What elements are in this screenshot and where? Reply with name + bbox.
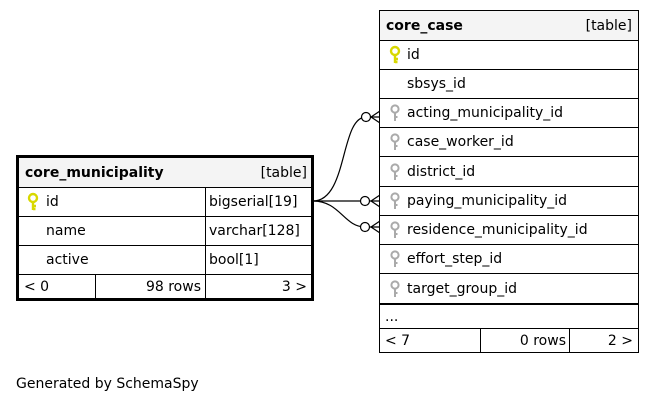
foreign-key-icon — [390, 192, 400, 209]
column-row-case-worker-id: case_worker_id — [380, 128, 638, 157]
column-name: district_id — [407, 163, 476, 180]
crowfoot-residence — [370, 220, 381, 234]
column-name: active — [46, 252, 89, 268]
column-row-target-group-id: target_group_id — [380, 274, 638, 304]
column-row-effort-step-id: effort_step_id — [380, 245, 638, 274]
optional-circle-acting — [360, 111, 372, 123]
table-title: core_case — [386, 17, 463, 34]
crowfoot-acting — [370, 110, 381, 124]
column-type: varchar[128] — [209, 223, 300, 239]
column-name: sbsys_id — [407, 76, 466, 92]
table-header: core_case [table] — [380, 11, 638, 41]
column-name: case_worker_id — [407, 134, 514, 150]
column-row-paying-municipality-id: paying_municipality_id — [380, 187, 638, 216]
optional-circle-residence — [359, 221, 371, 233]
table-core-municipality[interactable]: core_municipality [table] id bigserial[1… — [16, 155, 314, 301]
ellipsis: ... — [385, 308, 399, 325]
column-name: effort_step_id — [407, 251, 503, 267]
link-acting-municipality — [312, 116, 380, 202]
column-name: acting_municipality_id — [407, 105, 564, 121]
column-row-acting-municipality-id: acting_municipality_id — [380, 99, 638, 128]
column-type: bigserial[19] — [209, 194, 298, 210]
foreign-key-icon — [390, 250, 400, 267]
table-header: core_municipality [table] — [19, 158, 311, 188]
optional-circle-paying — [359, 195, 371, 207]
footer-children[interactable]: 3 > — [281, 278, 307, 295]
footer-row-count: 98 rows — [145, 278, 201, 295]
column-name: paying_municipality_id — [407, 193, 568, 209]
column-name: target_group_id — [407, 280, 518, 297]
footer-parents[interactable]: < 0 — [24, 278, 50, 295]
link-residence-municipality — [312, 200, 380, 228]
crowfoot-paying — [370, 194, 381, 208]
column-type: bool[1] — [209, 252, 259, 268]
table-footer: < 7 0 rows 2 > — [380, 329, 638, 352]
column-row-residence-municipality-id: residence_municipality_id — [380, 216, 638, 245]
foreign-key-icon — [390, 221, 400, 238]
column-row-sbsys-id: sbsys_id — [380, 70, 638, 99]
generated-by-label: Generated by SchemaSpy — [16, 376, 199, 392]
primary-key-icon — [389, 45, 401, 64]
column-name: name — [46, 223, 86, 239]
footer-parents[interactable]: < 7 — [385, 332, 411, 349]
table-footer: < 0 98 rows 3 > — [19, 275, 311, 298]
column-row-active: active bool[1] — [19, 246, 311, 275]
table-kind: [table] — [585, 17, 632, 34]
foreign-key-icon — [390, 279, 400, 297]
foreign-key-icon — [390, 162, 400, 180]
table-title: core_municipality — [25, 164, 164, 181]
column-row-id: id — [380, 41, 638, 70]
column-name: id — [46, 194, 59, 210]
foreign-key-icon — [390, 133, 400, 150]
more-columns: ... — [380, 304, 638, 329]
table-kind: [table] — [260, 164, 307, 181]
column-row-name: name varchar[128] — [19, 217, 311, 246]
foreign-key-icon — [390, 104, 400, 121]
column-row-id: id bigserial[19] — [19, 188, 311, 217]
footer-children[interactable]: 2 > — [607, 332, 633, 349]
primary-key-icon — [27, 192, 39, 211]
column-name: residence_municipality_id — [407, 222, 588, 238]
table-core-case[interactable]: core_case [table] id sbsys_id acting_mun… — [379, 10, 639, 353]
column-row-district-id: district_id — [380, 157, 638, 187]
column-name: id — [407, 47, 420, 63]
footer-row-count: 0 rows — [519, 332, 566, 349]
